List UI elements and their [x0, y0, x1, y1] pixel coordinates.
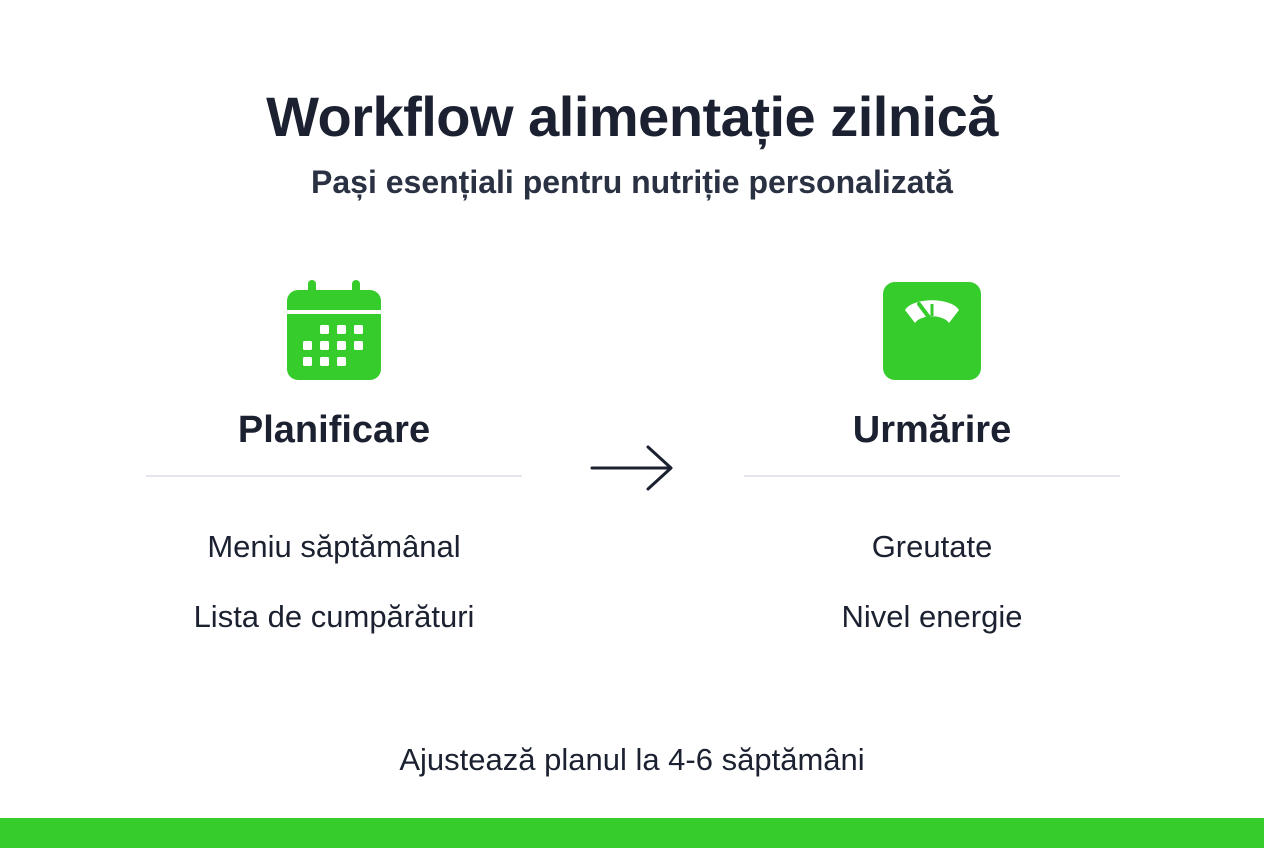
step-urmarire: Urmărire Greutate Nivel energie [744, 280, 1120, 669]
footer-note: Ajustează planul la 4-6 săptămâni [399, 742, 865, 777]
page-title: Workflow alimentație zilnică [266, 85, 998, 148]
arrow-right-icon [590, 445, 673, 491]
step-title-urmarire: Urmărire [852, 409, 1012, 451]
accent-bar [0, 818, 1264, 848]
page-subtitle: Pași esențiali pentru nutriție personali… [311, 164, 953, 200]
list-item: Greutate [871, 529, 993, 564]
step-title-planificare: Planificare [237, 409, 431, 451]
step-planificare: Planificare Meniu săptămânal Lista de cu… [146, 280, 522, 669]
list-item: Lista de cumpărături [193, 599, 475, 634]
list-item: Meniu săptămânal [207, 529, 461, 564]
divider [146, 475, 522, 477]
scale-icon [883, 282, 981, 380]
calendar-icon [287, 280, 381, 380]
divider [744, 475, 1120, 477]
list-item: Nivel energie [841, 599, 1023, 634]
